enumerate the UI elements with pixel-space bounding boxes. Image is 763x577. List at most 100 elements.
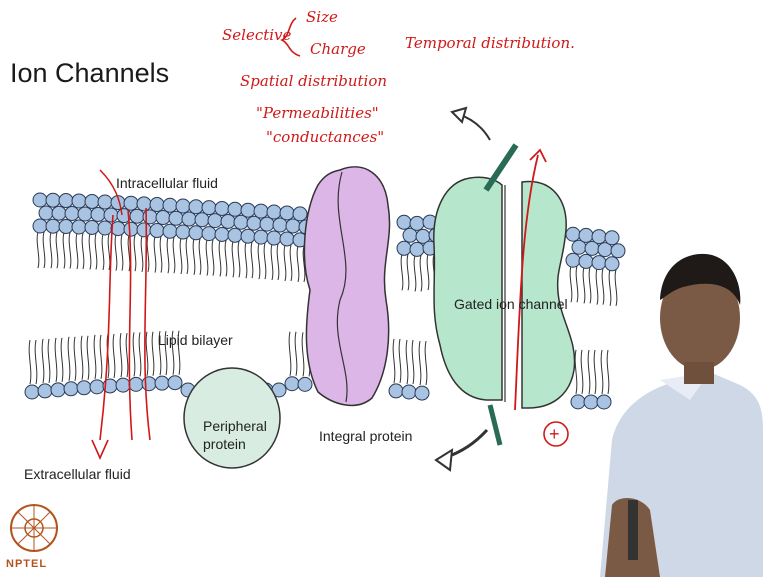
nptel-logo-text: NPTEL <box>6 558 47 570</box>
arrowhead-down-icon <box>436 450 452 470</box>
lipid-tail <box>115 235 117 271</box>
lipid-head <box>137 223 151 237</box>
lipid-head <box>579 228 593 242</box>
lipid-head <box>169 211 183 225</box>
lipid-head <box>584 395 598 409</box>
lipid-head <box>215 227 229 241</box>
lipid-head <box>98 221 112 235</box>
lipid-head <box>280 206 294 220</box>
lipid-head <box>566 253 580 267</box>
lipid-tail <box>289 332 291 376</box>
label-intracellular-fluid: Intracellular fluid <box>116 175 218 191</box>
lipid-head <box>605 231 619 245</box>
lipid-head <box>415 386 429 400</box>
lipid-tail <box>50 232 52 268</box>
arrowhead-up-icon <box>452 108 466 122</box>
lipid-head <box>397 215 411 229</box>
ink-line-1 <box>100 215 113 440</box>
lipid-tail <box>245 242 247 278</box>
lipid-head <box>142 377 156 391</box>
lipid-head <box>566 227 580 241</box>
lipid-head <box>410 242 424 256</box>
lipid-tail <box>575 350 577 394</box>
lipid-head <box>611 244 625 258</box>
lipid-tail <box>146 332 148 376</box>
lipid-tail <box>602 269 604 305</box>
lipid-head <box>150 198 164 212</box>
lipid-head <box>78 207 92 221</box>
lipid-head <box>116 378 130 392</box>
lipid-head <box>39 206 53 220</box>
note-conductances: "conductances" <box>266 128 384 146</box>
lipid-tail <box>225 240 227 276</box>
lipid-tail <box>290 245 292 281</box>
lipid-tail <box>271 244 273 280</box>
lipid-head <box>228 202 242 216</box>
lipid-tail <box>134 235 136 271</box>
lipid-tail <box>570 266 572 302</box>
lipid-tail <box>29 340 31 384</box>
lipid-head <box>90 380 104 394</box>
lipid-head <box>137 197 151 211</box>
lipid-head <box>202 227 216 241</box>
lipid-tail <box>68 337 70 381</box>
label-gated-ion-channel: Gated ion channel <box>454 296 568 312</box>
lipid-tail <box>55 338 57 382</box>
lipid-tail <box>594 350 596 394</box>
lipid-head <box>267 205 281 219</box>
lipid-tail <box>56 232 58 268</box>
lipid-tail <box>199 239 201 275</box>
lipid-head <box>98 195 112 209</box>
lipid-head <box>228 228 242 242</box>
lipid-tail <box>297 246 299 282</box>
label-peripheral: Peripheral <box>203 418 267 434</box>
lipid-tail <box>425 341 427 385</box>
lipid-head <box>597 395 611 409</box>
lipid-head <box>52 206 66 220</box>
lipid-tail <box>121 235 123 271</box>
lipid-tail <box>193 239 195 275</box>
lipid-tail <box>393 339 395 383</box>
lipid-head <box>38 384 52 398</box>
lipid-head <box>91 207 105 221</box>
lipid-head <box>33 219 47 233</box>
channel-gate-bottom <box>490 405 500 445</box>
lipid-head <box>402 385 416 399</box>
lipid-head <box>285 377 299 391</box>
lipid-tail <box>113 334 115 378</box>
lipid-head <box>163 198 177 212</box>
lipid-head <box>124 196 138 210</box>
note-size: Size <box>306 8 338 26</box>
lipid-head <box>176 225 190 239</box>
lipid-tail <box>89 233 91 269</box>
lipid-tail <box>607 350 609 394</box>
lipid-tail <box>141 236 143 272</box>
lipid-tail <box>180 238 182 274</box>
lipid-head <box>163 224 177 238</box>
lipid-head <box>25 385 39 399</box>
lipid-head <box>592 256 606 270</box>
label-lipid-bilayer: Lipid bilayer <box>158 332 233 348</box>
lipid-head <box>59 194 73 208</box>
lipid-head <box>72 194 86 208</box>
lipid-head <box>215 201 229 215</box>
lipid-head <box>130 209 144 223</box>
lipid-tail <box>219 240 221 276</box>
lipid-head <box>241 229 255 243</box>
lipid-head <box>156 211 170 225</box>
lipid-tail <box>108 234 110 270</box>
lipid-head <box>46 193 60 207</box>
lipid-head <box>72 220 86 234</box>
lipid-tail <box>212 240 214 276</box>
lipid-head <box>176 199 190 213</box>
lipid-head <box>168 376 182 390</box>
lipid-tail <box>302 332 304 376</box>
lipid-tail <box>420 255 422 291</box>
lipid-tail <box>427 254 429 290</box>
lipid-tail <box>295 332 297 376</box>
note-charge: Charge <box>310 40 366 58</box>
lipid-tail <box>147 236 149 272</box>
lipid-head <box>389 384 403 398</box>
lipid-tail <box>120 333 122 377</box>
